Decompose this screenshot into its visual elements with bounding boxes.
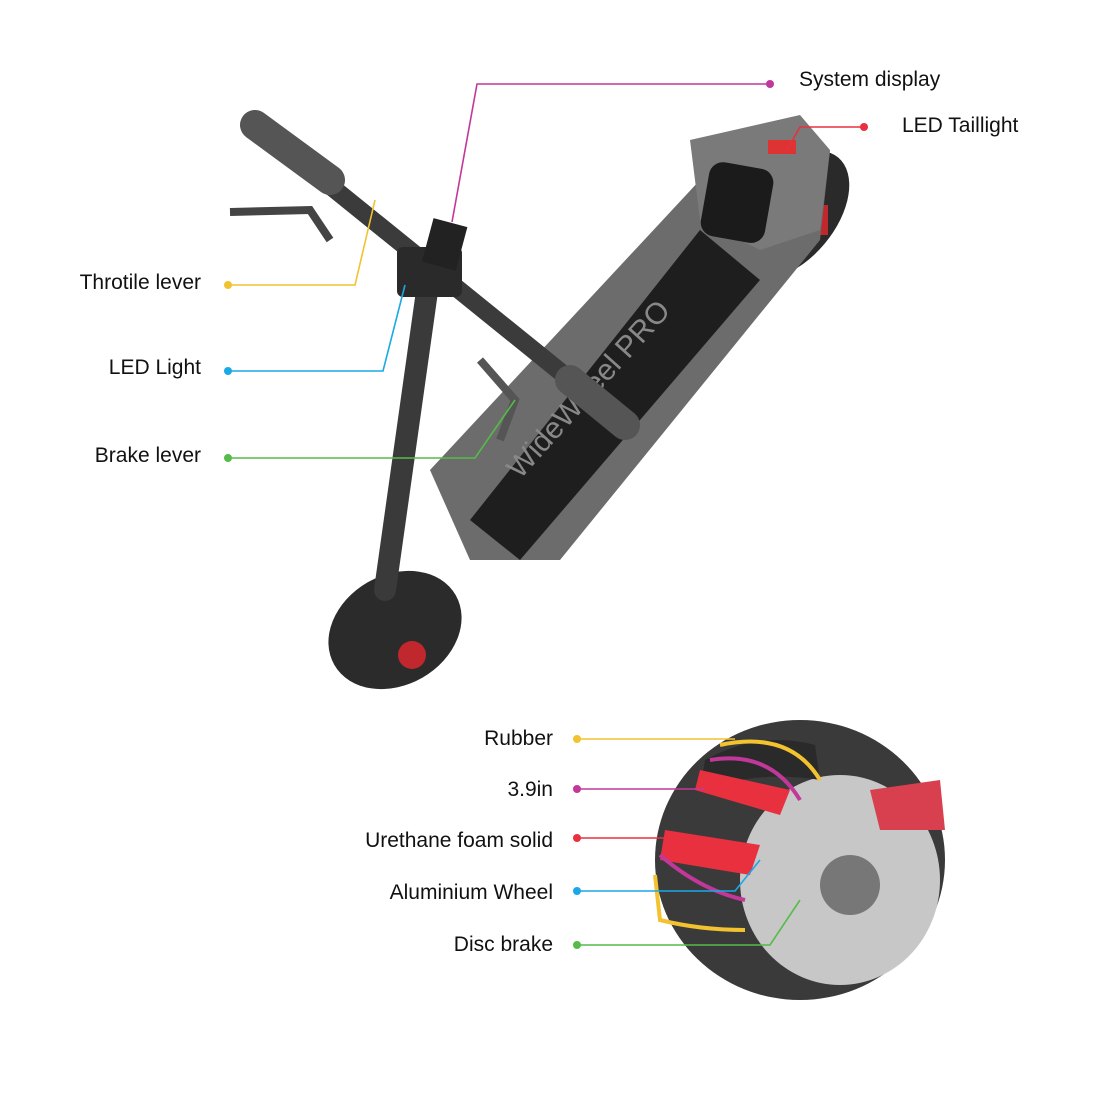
- handlebar: [229, 110, 640, 442]
- label-width: 3.9in: [507, 778, 553, 801]
- leader-dots: [224, 80, 868, 949]
- left-lever: [229, 205, 334, 243]
- label-disc-brake: Disc brake: [453, 933, 553, 956]
- leader-lines: [228, 83, 864, 946]
- label-throttle-lever: Throtile lever: [79, 271, 201, 294]
- right-grip: [555, 365, 640, 440]
- front-brake-caliper: [398, 641, 426, 669]
- wheel-cutaway: [360, 715, 970, 1025]
- label-led-light: LED Light: [108, 356, 201, 379]
- left-grip: [240, 110, 345, 195]
- label-aluminium-wheel: Aluminium Wheel: [389, 881, 553, 904]
- label-led-taillight: LED Taillight: [902, 114, 1019, 137]
- label-rubber: Rubber: [484, 727, 553, 750]
- label-brake-lever: Brake lever: [94, 444, 201, 467]
- display-screen: [421, 218, 468, 271]
- deck: WideWheel PRO: [430, 115, 830, 560]
- label-urethane-foam: Urethane foam solid: [365, 829, 553, 852]
- caliper-shape: [870, 780, 945, 830]
- taillight: [768, 140, 796, 154]
- stem: [374, 259, 441, 601]
- front-wheel: [328, 570, 462, 690]
- label-system-display: System display: [799, 68, 941, 91]
